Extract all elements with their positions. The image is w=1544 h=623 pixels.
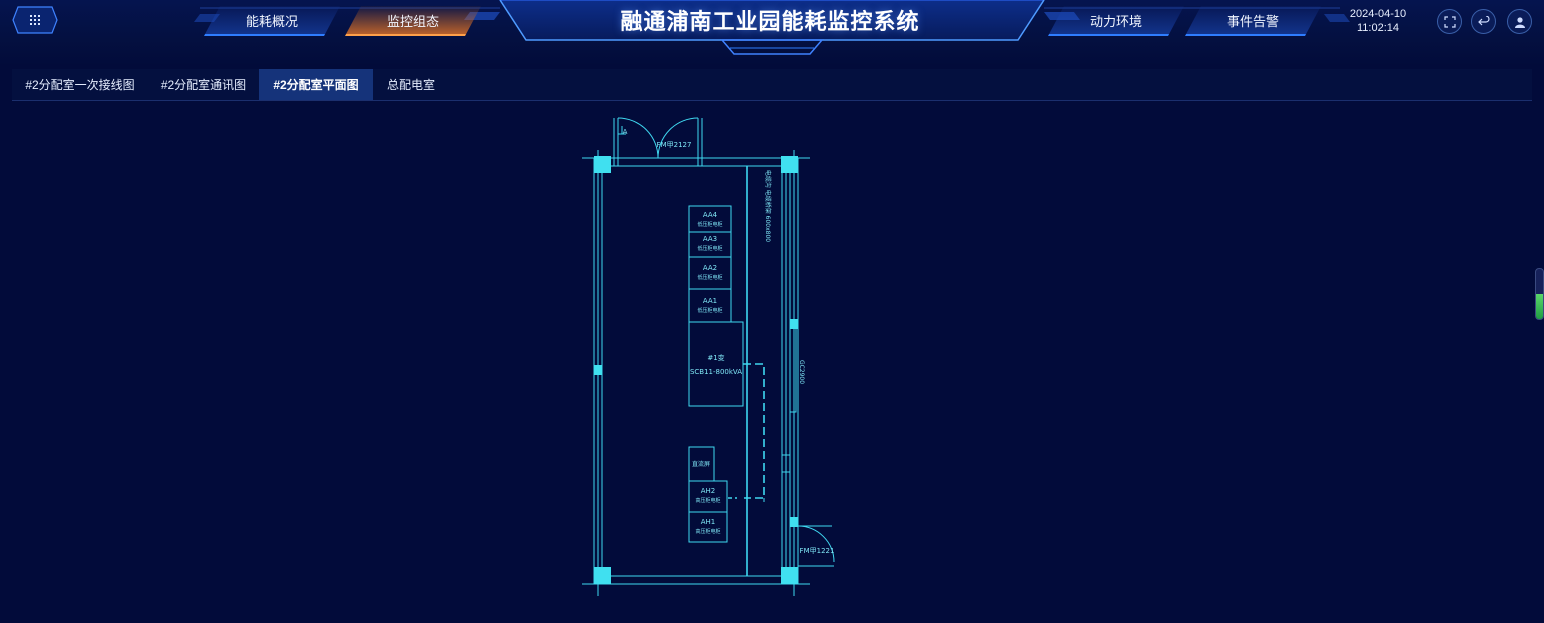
dc-panel-label: 直流屏 (692, 460, 710, 468)
hv-cabinet-ah1-name: 高压柜电柜 (695, 528, 720, 535)
subtab-main-distribution[interactable]: 总配电室 (373, 69, 449, 100)
door-label-right: FM甲1221 (800, 547, 835, 555)
subtab-floor-plan[interactable]: #2分配室平面图 (259, 69, 373, 100)
subtab-label: #2分配室平面图 (273, 78, 359, 92)
cabinet-aa1-code: AA1 (703, 297, 717, 305)
fullscreen-icon (1443, 15, 1456, 28)
fullscreen-button[interactable] (1437, 9, 1462, 34)
grid-icon (30, 15, 40, 25)
subtab-bar: #2分配室一次接线图 #2分配室通讯图 #2分配室平面图 总配电室 (12, 69, 1532, 101)
nav-tab-power-environment[interactable]: 动力环境 (1048, 6, 1184, 36)
cabinet-aa3-name: 低压柜电柜 (697, 245, 722, 252)
user-icon (1514, 16, 1525, 28)
nav-tab-event-alarm[interactable]: 事件告警 (1185, 6, 1321, 36)
scrollbar-level (1536, 294, 1543, 319)
nav-tab-label: 能耗概况 (245, 13, 298, 29)
cabinet-aa4-name: 低压柜电柜 (697, 221, 722, 228)
cable-trench-label: 电缆沟 电缆桥架 600x800 (764, 170, 772, 242)
cabinet-aa1-name: 低压柜电柜 (697, 307, 722, 314)
nav-tab-label: 事件告警 (1226, 13, 1279, 29)
nav-tab-monitoring-config[interactable]: 监控组态 (345, 6, 481, 36)
subtab-label: 总配电室 (386, 78, 435, 92)
nav-tab-label: 动力环境 (1089, 13, 1142, 29)
back-button[interactable] (1471, 9, 1496, 34)
nav-tab-energy-overview[interactable]: 能耗概况 (204, 6, 340, 36)
date-text: 2024-04-10 (1349, 8, 1407, 20)
wall-label: GC2900 (798, 360, 805, 384)
transformer-name: #1变 (707, 353, 724, 362)
hv-cabinet-ah1-code: AH1 (701, 518, 716, 526)
subtab-communication[interactable]: #2分配室通讯图 (148, 69, 259, 100)
cabinet-aa2-code: AA2 (703, 264, 717, 272)
datetime-display: 2024-04-10 11:02:14 (1338, 7, 1418, 35)
user-button[interactable] (1507, 9, 1532, 34)
floor-plan-drawing: FM甲2127 A FM甲1221 AA4 低压柜电柜 AA3 低压柜电柜 AA… (582, 117, 835, 596)
nav-tab-label: 监控组态 (386, 13, 439, 29)
subtab-label: #2分配室通讯图 (160, 78, 247, 92)
subtab-label: #2分配室一次接线图 (25, 78, 135, 92)
vertical-scrollbar[interactable] (1535, 268, 1544, 320)
door-label-top: FM甲2127 (657, 141, 692, 149)
header-decoration (194, 0, 1350, 55)
top-header: 能耗概况 监控组态 融通浦南工业园能耗监控系统 动力环境 事件告警 2024-0… (0, 0, 1544, 66)
hv-cabinet-ah2-code: AH2 (701, 487, 716, 495)
page-title: 融通浦南工业园能耗监控系统 (620, 9, 920, 34)
transformer-model: SCB11-800kVA (690, 368, 742, 376)
back-icon (1477, 15, 1490, 25)
menu-button[interactable] (12, 6, 58, 34)
subtab-primary-wiring[interactable]: #2分配室一次接线图 (12, 69, 148, 100)
time-text: 11:02:14 (1356, 22, 1399, 34)
cabinet-aa4-code: AA4 (703, 211, 718, 219)
cabinet-aa3-code: AA3 (703, 235, 717, 243)
door-marker: A (623, 128, 628, 136)
hv-cabinet-ah2-name: 高压柜电柜 (695, 497, 720, 504)
cabinet-aa2-name: 低压柜电柜 (697, 274, 722, 281)
